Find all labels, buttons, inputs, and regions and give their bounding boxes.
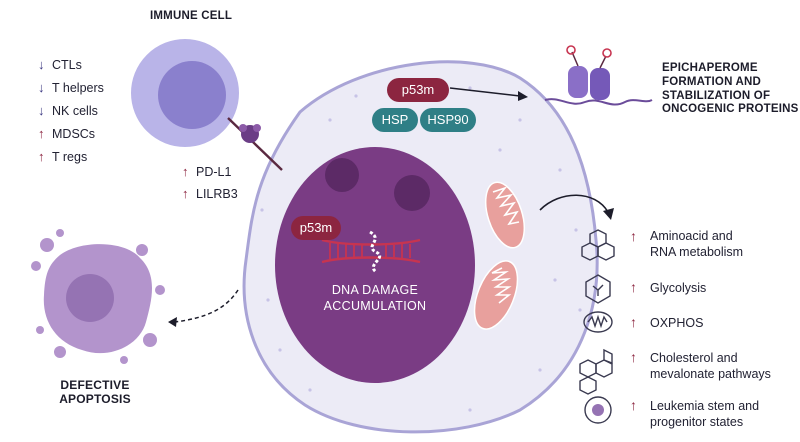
glucose-hexagon-icon <box>585 274 611 304</box>
immune-change-t-helpers: ↓T helpers <box>38 80 104 95</box>
arrow-down-icon: ↓ <box>38 57 45 72</box>
mitochondria-icon <box>583 311 613 333</box>
receptor-icon <box>239 124 261 143</box>
nucleolus-left <box>325 158 359 192</box>
metabolism-item-stem-states: Leukemia stem and progenitor states <box>650 399 760 430</box>
receptor-stalk <box>227 117 283 171</box>
immune-cell-nucleus <box>158 61 226 129</box>
mitochondrion-lower <box>473 260 519 330</box>
dna-damage-label: DNA DAMAGE ACCUMULATION <box>323 283 427 314</box>
immune-change-t-regs: ↑T regs <box>38 149 88 164</box>
stem-cell-icon <box>584 396 612 424</box>
nucleolus-right <box>394 175 430 211</box>
dna-strand-icon <box>321 230 421 274</box>
mitochondrion-upper <box>484 181 526 249</box>
metabolism-item-cholesterol: Cholesterol and mevalonate pathways <box>650 351 771 382</box>
defective-apoptosis-label: DEFECTIVE APOPTOSIS <box>59 378 131 407</box>
apoptosis-arrow <box>174 289 239 323</box>
cytoplasm-dots <box>260 86 582 412</box>
immune-change-nk-cells: ↓NK cells <box>38 103 98 118</box>
checkpoint-lilrb3: ↑LILRB3 <box>182 186 238 201</box>
immune-cell-title: IMMUNE CELL <box>150 10 233 22</box>
arrow-up-icon: ↑ <box>38 126 45 141</box>
metabolism-item-aminoacid: Aminoacid and RNA metabolism <box>650 229 744 260</box>
arrow-up-icon: ↑ <box>38 149 45 164</box>
apoptotic-cell <box>31 229 165 364</box>
arrow-up-icon: ↑ <box>630 228 637 244</box>
arrow-up-icon: ↑ <box>182 186 189 201</box>
metabolism-arrow <box>539 194 609 213</box>
epichaperome-label: EPICHAPEROME FORMATION AND STABILIZATION… <box>662 62 799 116</box>
checkpoint-pd-l1: ↑PD-L1 <box>182 164 232 179</box>
metabolism-item-oxphos: OXPHOS <box>650 316 704 330</box>
epichaperome-icon <box>544 45 653 106</box>
immune-change-ctls: ↓CTLs <box>38 57 82 72</box>
hsp-pill: HSP <box>372 108 418 132</box>
arrow-up-icon: ↑ <box>630 279 637 295</box>
hexagon-rings-icon <box>581 229 615 261</box>
nucleus-p53m-pill: p53m <box>291 216 341 240</box>
arrow-down-icon: ↓ <box>38 80 45 95</box>
sterol-rings-icon <box>579 348 613 395</box>
metabolism-item-glycolysis: Glycolysis <box>650 281 707 295</box>
p53m-pill: p53m <box>387 78 449 102</box>
immune-change-mdscs: ↑MDSCs <box>38 126 96 141</box>
arrow-down-icon: ↓ <box>38 103 45 118</box>
arrow-up-icon: ↑ <box>630 314 637 330</box>
hsp90-pill: HSP90 <box>420 108 476 132</box>
arrow-up-icon: ↑ <box>630 397 637 413</box>
arrow-up-icon: ↑ <box>630 349 637 365</box>
arrow-up-icon: ↑ <box>182 164 189 179</box>
epichaperome-arrow <box>449 87 521 97</box>
